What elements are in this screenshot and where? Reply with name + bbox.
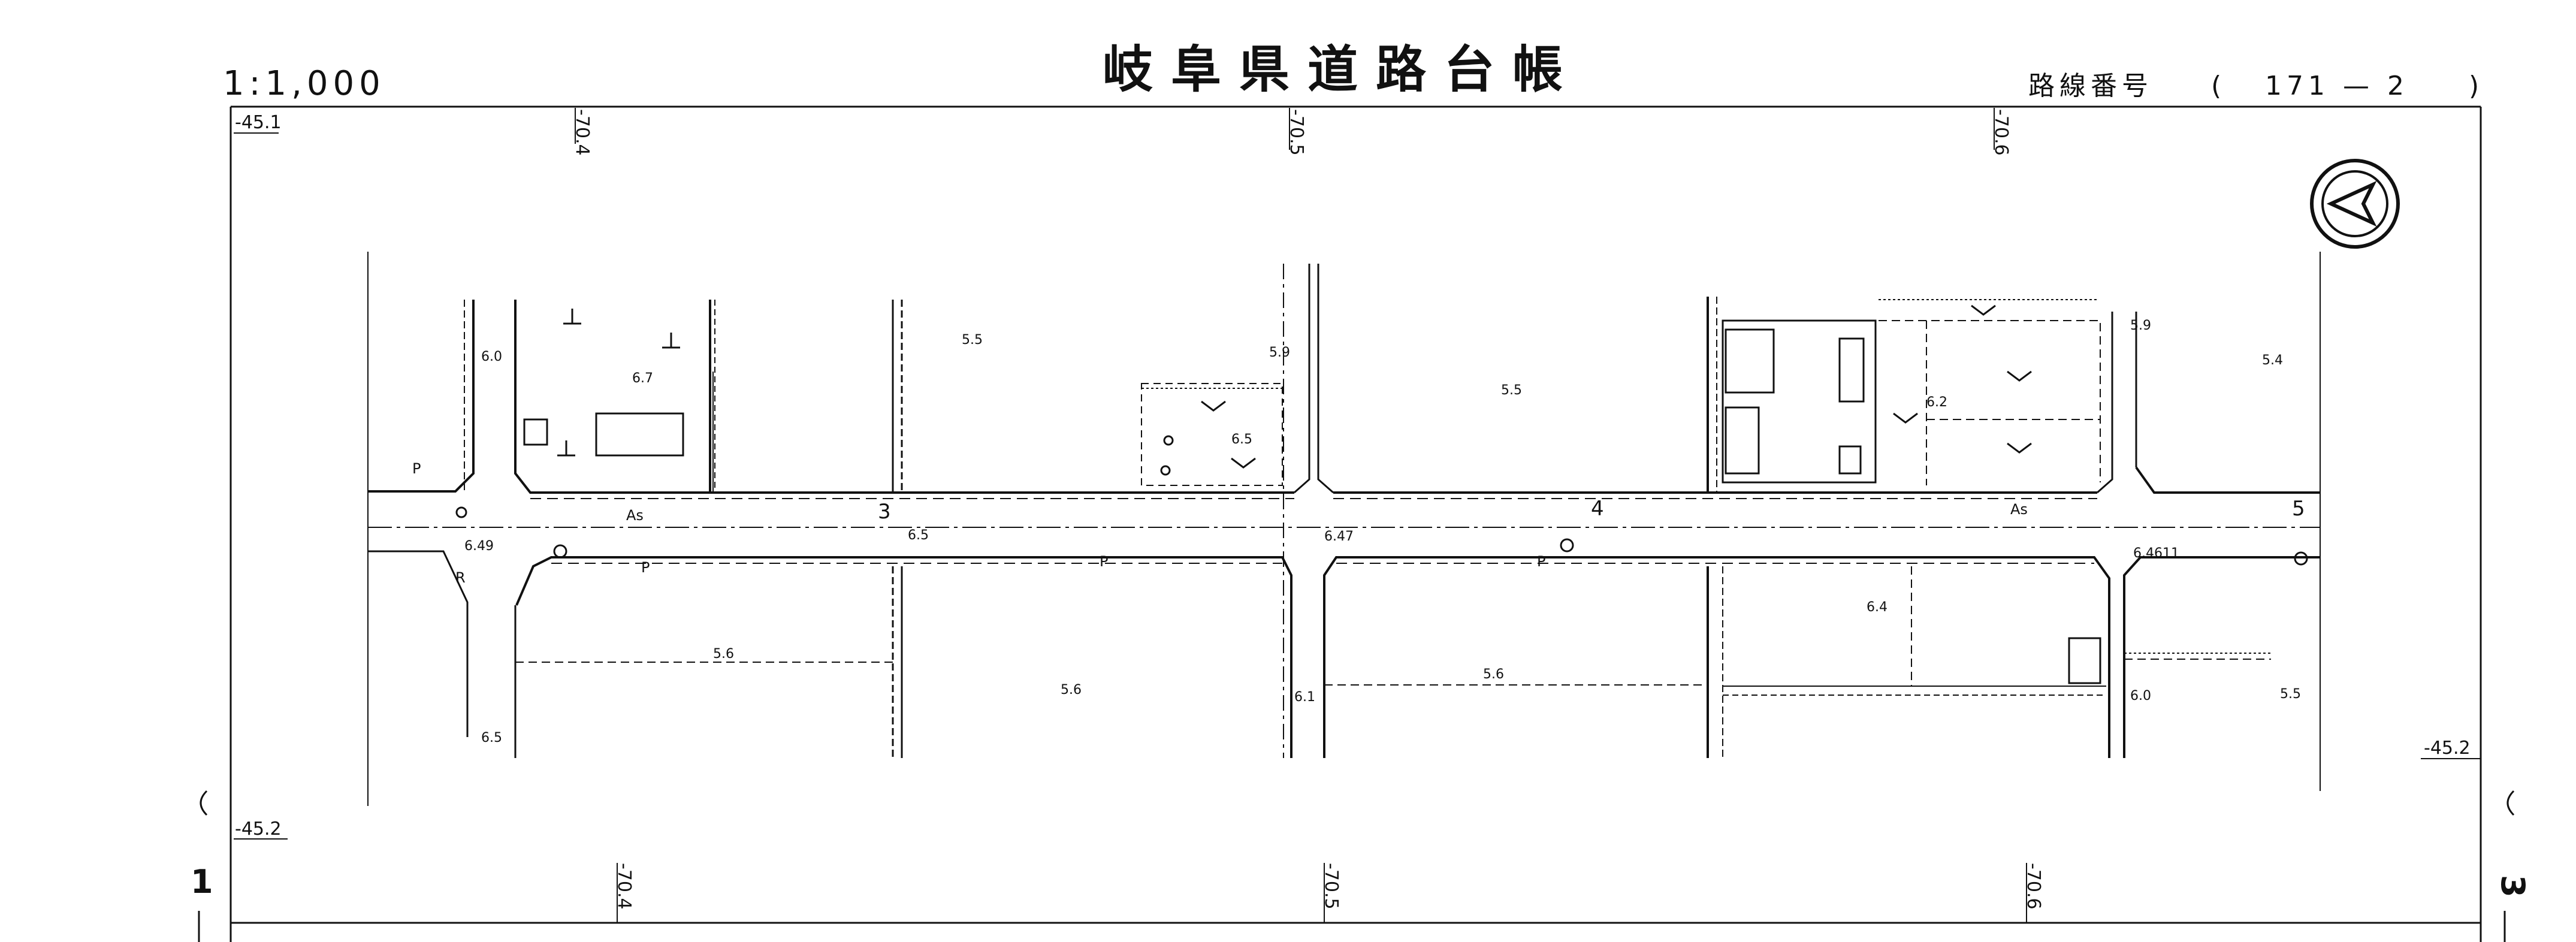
- elev-6-5-b: 6.5: [908, 528, 929, 543]
- marker-r-1: R: [455, 569, 466, 586]
- chainage-3: 3: [878, 500, 891, 524]
- elev-5-5-b: 5.5: [1501, 383, 1522, 398]
- elev-6-4: 6.4: [1867, 600, 1888, 615]
- elev-6-7: 6.7: [632, 371, 653, 386]
- elev-5-6-b: 5.6: [1061, 683, 1082, 698]
- elev-6-1: 6.1: [1294, 690, 1315, 705]
- chainage-4: 4: [1591, 497, 1604, 521]
- north-arrow-icon: [2310, 159, 2400, 249]
- elev-6-2: 6.2: [1926, 395, 1947, 410]
- route-number: 171 — 2: [2265, 71, 2409, 101]
- grid-right: -45.2: [2424, 738, 2471, 759]
- sheet-marks: 1 3: [191, 790, 2532, 942]
- pole-p-3: P: [1100, 553, 1108, 570]
- elev-6-0-b: 6.0: [2130, 689, 2151, 704]
- grid-coordinates: -45.1 -45.2 -45.2 -70.4 -70.5 -70.6 -70.…: [234, 108, 2481, 923]
- elev-5-6-a: 5.6: [713, 647, 734, 662]
- elev-5-9-b: 5.9: [2130, 318, 2151, 333]
- elev-6-47: 6.47: [1324, 529, 1354, 544]
- chainage-5: 5: [2292, 497, 2305, 521]
- pavement-as-1: As: [626, 507, 644, 524]
- route-close-paren: ): [2469, 71, 2484, 101]
- land-use-symbols: [455, 304, 2308, 566]
- route-label: 路線番号: [2028, 71, 2153, 101]
- map-scale: 1:1,000: [223, 64, 385, 103]
- elev-6-0-a: 6.0: [481, 349, 502, 364]
- elev-5-4: 5.4: [2262, 353, 2283, 368]
- pole-p-1: P: [412, 460, 421, 477]
- pavement-as-2: As: [2010, 501, 2028, 518]
- route-open-paren: (: [2211, 71, 2226, 101]
- grid-left-bottom: -45.2: [235, 819, 282, 840]
- elev-5-5-a: 5.5: [962, 333, 983, 348]
- page-title: 岐阜県道路台帳: [1103, 40, 1581, 99]
- elev-6-5-c: 6.5: [481, 730, 502, 745]
- pole-p-4: P: [1537, 553, 1545, 570]
- elev-5-6-c: 5.6: [1483, 667, 1504, 682]
- elev-6-49: 6.49: [464, 539, 494, 554]
- elev-6-5-a: 6.5: [1231, 432, 1252, 447]
- chainage-markers: 3 4 5: [878, 497, 2305, 524]
- elev-6-4611: 6.4611: [2133, 546, 2179, 561]
- spot-elevations: 6.0 6.7 5.5 5.9 5.5 6.5 6.2 5.9 5.4 6.49…: [464, 318, 2301, 745]
- elev-5-9-a: 5.9: [1269, 345, 1290, 360]
- sheet-left-mark: 1: [191, 863, 213, 901]
- grid-left-top: -45.1: [235, 112, 282, 133]
- road-labels: As As P P P P R: [412, 460, 2028, 586]
- road-plan: [367, 252, 2321, 806]
- sheet-right-mark: 3: [2494, 875, 2532, 898]
- map-frame: [229, 105, 2482, 942]
- pole-p-2: P: [641, 559, 650, 576]
- elev-5-5-c: 5.5: [2280, 687, 2301, 702]
